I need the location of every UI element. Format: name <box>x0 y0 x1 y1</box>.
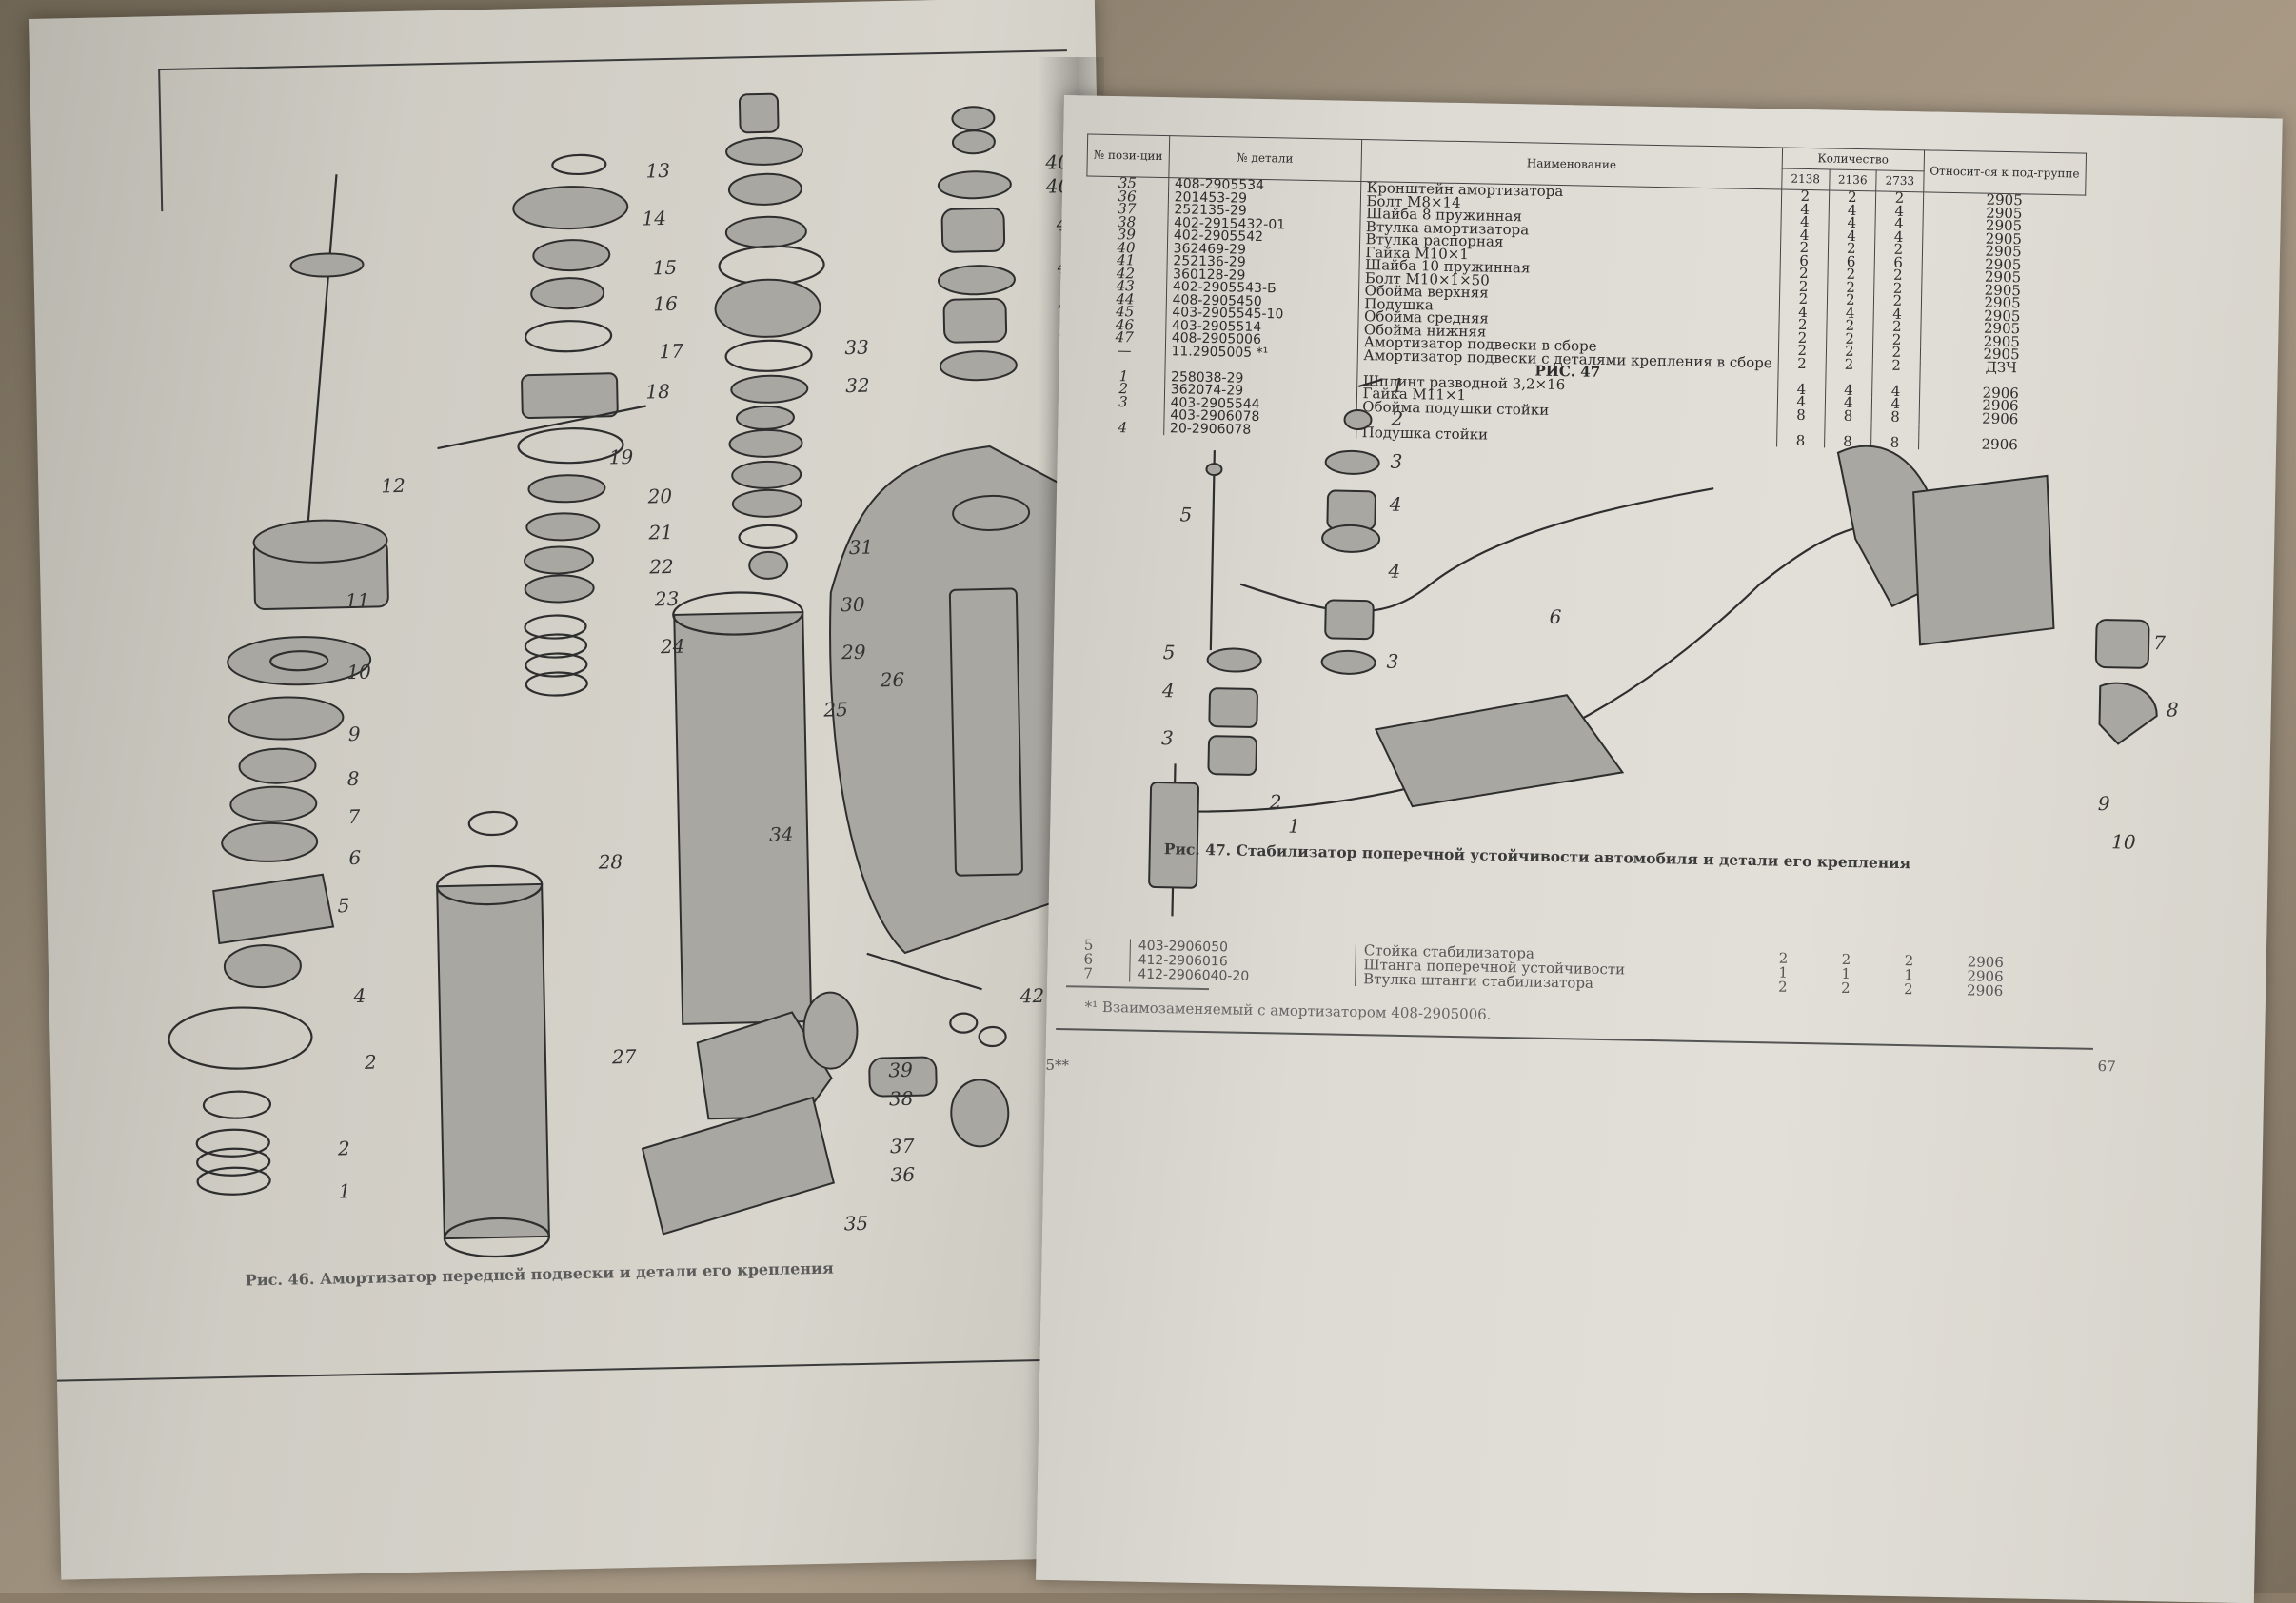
callout-label: 5 <box>1163 641 1176 663</box>
callout-label: 8 <box>347 767 360 790</box>
callout-label: 7 <box>2153 631 2166 654</box>
callout-label: 3 <box>1390 450 1402 473</box>
callout-label: 2 <box>1269 790 1282 813</box>
callout-label: 10 <box>346 661 371 684</box>
right-frame-bottom <box>1056 1028 2093 1050</box>
cell-q1: 2 <box>1777 978 1788 996</box>
callout-label: 19 <box>609 445 634 469</box>
stabilizer-bar <box>1174 445 2055 813</box>
cell-q3: 2 <box>1872 356 1920 373</box>
cell-q2: 2 <box>1840 979 1851 998</box>
callout-label: 12 <box>381 474 406 498</box>
callout-label: 4 <box>1389 493 1402 516</box>
callout-label: 17 <box>659 340 683 364</box>
callout-label: 32 <box>845 374 870 398</box>
callout-label: 16 <box>653 292 678 316</box>
callout-label: 2 <box>1390 407 1403 430</box>
callout-label: 26 <box>879 668 904 692</box>
callout-label: 4 <box>1387 560 1400 583</box>
callout-label: 21 <box>647 521 673 544</box>
callout-label: 20 <box>646 485 672 508</box>
rod-assembly <box>168 174 389 1196</box>
callout-label: 3 <box>1161 726 1174 749</box>
cell-q1: 2 <box>1778 354 1826 372</box>
cell-pos: 7 <box>1083 964 1094 982</box>
callout-label: 15 <box>652 256 677 280</box>
callout-label: 4 <box>352 984 366 1007</box>
callout-label: 2 <box>337 1137 350 1159</box>
callout-label: 3 <box>1386 650 1398 673</box>
callout-label: 38 <box>889 1087 914 1111</box>
callout-label: 27 <box>611 1045 637 1069</box>
callout-label: 22 <box>648 555 674 579</box>
callout-label: 23 <box>654 587 680 611</box>
valve-parts-column <box>437 153 646 697</box>
callout-label: 31 <box>849 536 874 560</box>
callout-label: 28 <box>597 850 623 874</box>
mount-column <box>802 106 1086 1148</box>
callout-label: 24 <box>660 635 685 659</box>
left-footer-mark: 5** <box>1045 1056 1070 1075</box>
callout-label: 4 <box>1161 679 1175 702</box>
footnote: *¹ Взаимозаменяемый с амортизатором 408-… <box>1084 998 1492 1023</box>
callout-label: 35 <box>843 1212 868 1236</box>
stabilizer-link-parts <box>1148 378 2158 917</box>
callout-label: 11 <box>346 589 370 613</box>
callout-label: 25 <box>822 698 848 722</box>
right-page: № пози-ции № детали Наименование Количес… <box>1036 95 2283 1603</box>
col-part: № детали <box>1168 135 1362 182</box>
callout-label: 34 <box>769 822 794 846</box>
callout-label: 5 <box>337 894 349 917</box>
callout-label: 7 <box>347 805 360 828</box>
callout-label: 10 <box>2111 830 2136 853</box>
callout-label: 14 <box>642 207 666 230</box>
cell-q2: 2 <box>1825 355 1873 372</box>
cell-grp: 2906 <box>1966 981 2004 1000</box>
col-pos: № пози-ции <box>1086 133 1170 178</box>
cell-q3: 2 <box>1903 980 1913 999</box>
callout-label: 5 <box>1179 503 1192 525</box>
right-figure-caption: Рис. 47. Стабилизатор поперечной устойчи… <box>1163 840 1911 873</box>
callout-label: 18 <box>645 380 670 404</box>
callout-label: 1 <box>1288 815 1300 838</box>
callout-label: 13 <box>645 159 670 183</box>
callout-label: 9 <box>348 722 361 745</box>
callout-label: 37 <box>890 1135 915 1158</box>
col-qty: Количество <box>1782 147 1925 171</box>
callout-label: 42 <box>1019 984 1044 1008</box>
callout-label: 1 <box>339 1179 351 1202</box>
col-group: Относит-ся к под-группе <box>1923 149 2087 196</box>
callout-label: 33 <box>844 336 869 360</box>
callout-label: 39 <box>888 1059 913 1082</box>
callout-label: 6 <box>348 846 361 869</box>
shock-absorber-exploded-drawing: 1224567891011121314151617181920212223242… <box>168 92 1112 1258</box>
callout-label: 30 <box>841 593 865 617</box>
footnote-rule <box>1066 985 1210 990</box>
callout-label: 1 <box>1392 374 1404 397</box>
callout-label: 2 <box>364 1051 377 1074</box>
outer-tube-column <box>436 92 835 1258</box>
callout-label: 36 <box>890 1163 915 1187</box>
callout-label: 9 <box>2098 792 2110 815</box>
cell-num: 412-2906040-20 <box>1129 967 1356 987</box>
callout-label: 6 <box>1549 605 1561 628</box>
callout-label: 8 <box>2167 698 2179 721</box>
table-header-row: № пози-ции № детали Наименование Количес… <box>1086 133 2087 196</box>
callout-label: 29 <box>841 641 866 664</box>
page-number: 67 <box>2097 1058 2116 1076</box>
